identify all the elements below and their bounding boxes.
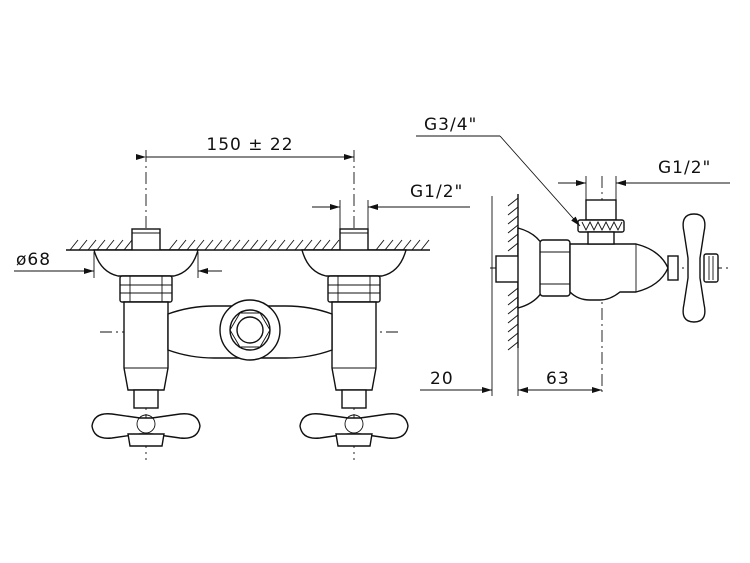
side-top-outlet	[577, 199, 625, 245]
wall-hatch-line	[249, 239, 259, 251]
wall-hatch-line	[267, 239, 277, 251]
side-handle	[667, 213, 719, 323]
wall-hatch-line	[195, 239, 205, 251]
dim-side-outlet-thread: G1/2"	[558, 158, 730, 200]
wall-hatch-line	[507, 215, 519, 225]
wall-offset-label: 20	[430, 369, 454, 389]
side-nut	[539, 239, 571, 297]
wall-hatch-line	[294, 239, 304, 251]
wall-hatch-line	[87, 239, 97, 251]
wall-hatch-line	[69, 239, 79, 251]
wall-hatch-line	[123, 239, 133, 251]
center-distance-label: 150 ± 22	[206, 135, 293, 155]
wall-hatch-line	[375, 239, 385, 251]
wall-hatch-line	[507, 197, 519, 207]
wall-hatch-line	[507, 305, 519, 315]
wall-hatch-line	[258, 239, 268, 251]
wall-hatch-line	[231, 239, 241, 251]
wall-hatch-line	[507, 206, 519, 216]
wall-hatch-line	[168, 239, 178, 251]
wall-hatch-line	[285, 239, 295, 251]
side-outlet-thread-label: G1/2"	[658, 158, 711, 178]
front-wall	[66, 239, 430, 251]
wall-hatch-line	[96, 239, 106, 251]
left-inlet	[93, 228, 199, 303]
wall-hatch-line	[402, 239, 412, 251]
wall-hatch-line	[177, 239, 187, 251]
wall-hatch-line	[507, 323, 519, 333]
wall-hatch-line	[420, 239, 430, 251]
wall-hatch-line	[204, 239, 214, 251]
wall-hatch-line	[78, 239, 88, 251]
wall-hatch-line	[222, 239, 232, 251]
wall-hatch-line	[507, 332, 519, 342]
wall-hatch-line	[507, 224, 519, 234]
wall-hatch-line	[240, 239, 250, 251]
front-view: 150 ± 22 G1/2" ø68	[14, 135, 470, 460]
front-outlet-thread-label: G1/2"	[410, 182, 463, 202]
dim-side-depths: 20 63	[420, 196, 602, 396]
wall-hatch-line	[384, 239, 394, 251]
side-inlet-thread-label: G3/4"	[424, 115, 477, 135]
right-handle	[299, 389, 409, 447]
side-body	[569, 243, 669, 301]
wall-hatch-line	[411, 239, 421, 251]
left-handle	[91, 389, 201, 447]
side-view: G3/4" G1/2" 20 63	[416, 115, 730, 396]
wall-hatch-line	[507, 287, 519, 297]
wall-hatch-line	[507, 233, 519, 243]
wall-hatch-line	[507, 341, 519, 351]
wall-hatch-line	[213, 239, 223, 251]
flange-diameter-label: ø68	[16, 250, 51, 270]
wall-hatch-line	[312, 239, 322, 251]
wall-hatch-line	[186, 239, 196, 251]
dim-front-outlet-thread: G1/2"	[312, 182, 470, 232]
right-inlet	[301, 228, 407, 303]
dim-flange-diameter: ø68	[14, 250, 222, 278]
dim-center-distance: 150 ± 22	[136, 135, 354, 160]
wall-hatch-line	[303, 239, 313, 251]
dim-side-inlet-thread: G3/4"	[416, 115, 581, 227]
wall-hatch-line	[393, 239, 403, 251]
wall-hatch-line	[507, 296, 519, 306]
valve-bodies	[123, 299, 377, 391]
wall-hatch-line	[276, 239, 286, 251]
wall-hatch-line	[330, 239, 340, 251]
projection-label: 63	[546, 369, 570, 389]
wall-hatch-line	[105, 239, 115, 251]
wall-hatch-line	[507, 314, 519, 324]
wall-hatch-line	[114, 239, 124, 251]
wall-hatch-line	[321, 239, 331, 251]
wall-hatch-line	[507, 242, 519, 252]
